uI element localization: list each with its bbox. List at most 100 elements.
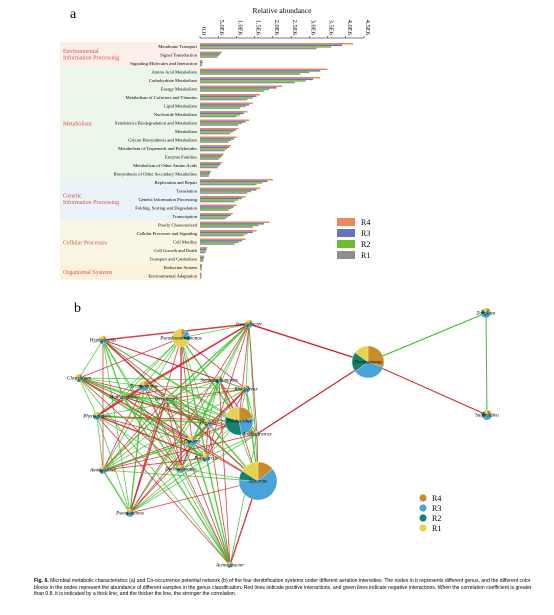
- network-edge: [129, 433, 258, 514]
- network-edge: [96, 415, 104, 471]
- bar-r3: [200, 274, 202, 276]
- caption-text: Microbial metabolic characteristics (a) …: [34, 578, 532, 598]
- node-label: Phycisphaera: [82, 415, 111, 420]
- node-slice: [203, 418, 209, 425]
- bar-r2: [200, 182, 262, 184]
- node-sulfuritalea: Sulfuritalea: [475, 409, 499, 421]
- legend-dot: [419, 524, 427, 532]
- node-pseudomonas: Pseudomonas: [115, 508, 144, 518]
- network-edge: [143, 385, 231, 566]
- network-edge: [122, 337, 182, 398]
- network-edge: [122, 396, 182, 470]
- network-edge: [102, 339, 231, 566]
- network-edge: [78, 377, 259, 482]
- network-edge: [129, 323, 250, 514]
- node-slice: [126, 508, 131, 514]
- node-slice: [119, 393, 124, 399]
- category-label: Signaling Molecules and Interaction: [130, 61, 197, 66]
- network-edge: [78, 377, 167, 400]
- panel-b-network: b PseudoxanthomonasHyphomonasIswatobacte…: [67, 301, 499, 569]
- network-edge: [78, 377, 231, 566]
- bar-r4: [200, 119, 250, 121]
- network-edge: [102, 339, 131, 514]
- bar-r3: [200, 257, 205, 259]
- category-label: Xenobiotics Biodegradation and Metabolis…: [114, 121, 197, 126]
- network-edge: [143, 385, 182, 470]
- bar-r3: [200, 163, 221, 166]
- category-label: Folding, Sorting and Degradation: [135, 206, 197, 212]
- bar-r4: [200, 111, 248, 113]
- bar-r3: [200, 44, 343, 47]
- x-tick-label: 4.0E6: [346, 20, 353, 36]
- node-azoarcus: Azoarcus: [238, 461, 278, 501]
- legend-label: R1: [361, 251, 370, 260]
- bar-r2: [200, 46, 332, 48]
- bar-r1: [200, 209, 229, 211]
- bar-r4: [200, 43, 354, 45]
- legend-swatch: [337, 251, 355, 259]
- node-slice: [482, 307, 487, 314]
- bar-r4: [200, 196, 246, 198]
- bar-r4: [200, 179, 273, 181]
- category-label: Amino Acid Metabolism: [151, 70, 197, 75]
- category-label: Transcription: [172, 214, 197, 219]
- network-edge: [96, 323, 250, 417]
- category-label: Environmental Adaptation: [148, 274, 197, 279]
- node-slice: [244, 319, 250, 326]
- bar-r3: [200, 129, 236, 132]
- node-label: Thiobacillus: [226, 420, 251, 425]
- node-clostridium: Clostridium: [67, 373, 91, 383]
- bar-r4: [200, 77, 321, 79]
- bar-r2: [200, 275, 202, 278]
- node-slice: [215, 375, 220, 381]
- bar-r2: [200, 233, 248, 235]
- x-tick-label: 1.5E6: [255, 20, 262, 36]
- node-rhodoferax: Rhodoferax: [233, 384, 258, 394]
- bar-r1: [200, 217, 226, 220]
- node-label: Acinetobacter: [215, 564, 244, 569]
- category-label: Metabolism of Terpenoids and Polyketides: [118, 146, 197, 151]
- network-edge: [78, 377, 145, 387]
- bar-r2: [200, 54, 219, 57]
- bar-r1: [200, 192, 248, 194]
- bar-r3: [200, 87, 277, 89]
- x-tick-label: 1.0E6: [236, 20, 243, 36]
- network-edge: [485, 312, 488, 416]
- bar-r4: [200, 162, 222, 164]
- bar-r4: [200, 136, 237, 138]
- node-label: Rhodoferax: [233, 388, 258, 393]
- bar-r1: [200, 200, 235, 203]
- network-edge: [248, 323, 369, 363]
- node-slice: [241, 461, 259, 482]
- node-label: Ottowia: [200, 422, 217, 427]
- legend-dot: [419, 514, 427, 522]
- network-edge: [96, 415, 193, 442]
- node-aminobacter: Aminobacter: [89, 465, 116, 475]
- bar-r4: [200, 230, 257, 232]
- node-slice: [481, 311, 492, 319]
- group-label: Metabolism: [63, 121, 92, 127]
- category-label: Transport and Catabolism: [149, 257, 197, 262]
- network-edge: [180, 468, 231, 566]
- node-label: Pseudomonas: [115, 512, 144, 517]
- bar-r2: [200, 241, 239, 244]
- bar-r1: [200, 47, 317, 50]
- node-label: Terrimonas: [155, 398, 178, 403]
- bar-r3: [200, 53, 221, 55]
- node-slice: [238, 468, 278, 501]
- bar-r2: [200, 258, 204, 261]
- network-edge: [78, 377, 209, 424]
- node-label: Zoogloea: [477, 312, 496, 317]
- node-slice: [201, 453, 207, 460]
- bar-r1: [200, 124, 239, 126]
- bar-r1: [200, 73, 301, 75]
- network-edge: [143, 337, 182, 387]
- bar-r3: [200, 95, 257, 98]
- bar-r2: [200, 71, 310, 74]
- bar-r3: [200, 206, 234, 208]
- bar-r4: [200, 238, 246, 240]
- network-edge: [180, 337, 247, 390]
- network-edge: [245, 388, 258, 435]
